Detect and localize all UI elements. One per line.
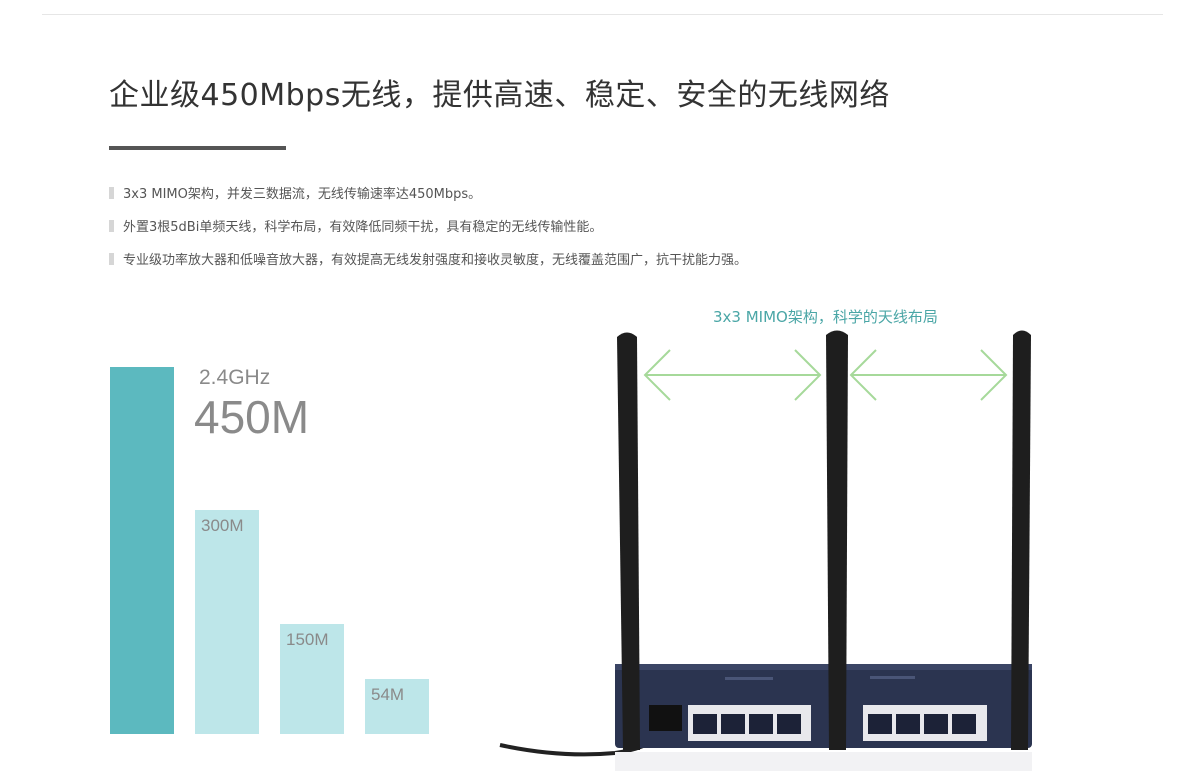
antenna-right	[1011, 330, 1031, 750]
power-port	[649, 705, 682, 731]
speed-bar-54m: 54M	[365, 679, 429, 734]
bullet-icon	[109, 186, 114, 199]
top-divider	[42, 14, 1163, 15]
logo-mark	[725, 676, 915, 680]
antenna-caption: 3x3 MIMO架构，科学的天线布局	[713, 308, 938, 326]
bullet-icon	[109, 219, 114, 232]
speed-bar-label: 300M	[201, 516, 244, 535]
feature-list: 3x3 MIMO架构，并发三数据流，无线传输速率达450Mbps。 外置3根5d…	[109, 176, 747, 275]
speed-bar-label: 150M	[286, 630, 329, 649]
speed-bar-450m	[110, 367, 174, 734]
router-illustration	[499, 330, 1032, 771]
ethernet-ports-right	[868, 714, 976, 734]
headline-speed: 450M	[194, 391, 310, 443]
router-reflection	[615, 752, 1032, 771]
title-underline	[109, 146, 286, 150]
feature-text: 外置3根5dBi单频天线，科学布局，有效降低同频干扰，具有稳定的无线传输性能。	[123, 220, 603, 235]
ethernet-ports-left	[693, 714, 801, 734]
speed-bar-300m: 300M	[195, 510, 259, 734]
antenna-center	[826, 330, 848, 750]
feature-item: 3x3 MIMO架构，并发三数据流，无线传输速率达450Mbps。	[109, 176, 747, 209]
speed-bar-150m: 150M	[280, 624, 344, 734]
bullet-icon	[109, 252, 114, 265]
antenna-left	[617, 332, 640, 750]
feature-item: 外置3根5dBi单频天线，科学布局，有效降低同频干扰，具有稳定的无线传输性能。	[109, 209, 747, 242]
feature-text: 3x3 MIMO架构，并发三数据流，无线传输速率达450Mbps。	[123, 187, 482, 202]
router-body-highlight	[615, 664, 1032, 670]
spacing-arrows	[643, 349, 1008, 401]
speed-bar-label: 54M	[371, 685, 405, 704]
feature-item: 专业级功率放大器和低噪音放大器，有效提高无线发射强度和接收灵敏度，无线覆盖范围广…	[109, 242, 747, 275]
band-label: 2.4GHz	[199, 366, 271, 389]
feature-text: 专业级功率放大器和低噪音放大器，有效提高无线发射强度和接收灵敏度，无线覆盖范围广…	[123, 253, 748, 268]
page-title: 企业级450Mbps无线，提供高速、稳定、安全的无线网络	[109, 78, 890, 113]
